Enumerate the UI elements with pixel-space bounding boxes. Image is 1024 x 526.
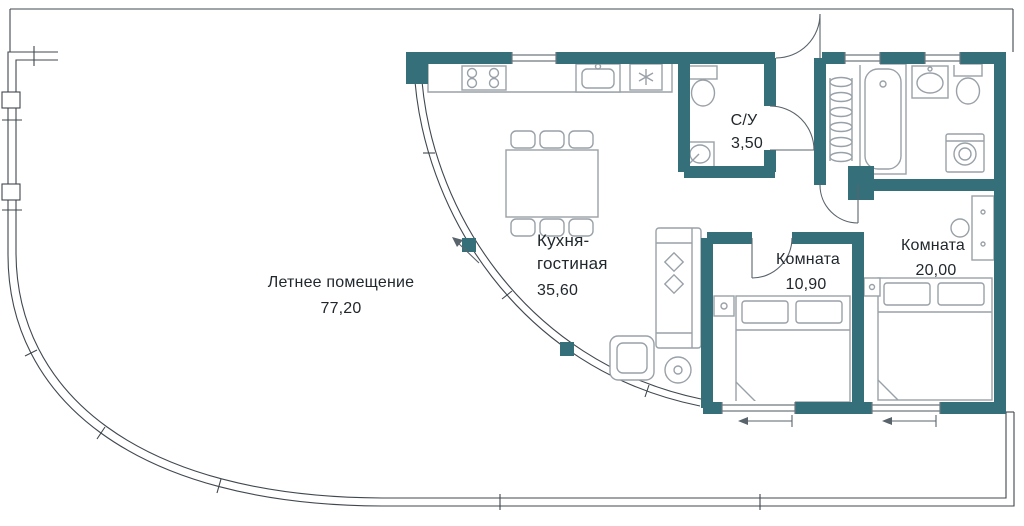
nightstand2-icon <box>863 277 881 297</box>
armchair-icon <box>609 335 655 381</box>
bathroom-area: 3,50 <box>731 135 763 152</box>
bed-large-icon <box>877 277 993 401</box>
bedroom-small-label: Комната <box>776 251 840 268</box>
corner-pier <box>406 52 428 84</box>
towel-radiator-icon <box>829 76 853 163</box>
window-top-kitchen <box>511 51 557 65</box>
glazing-outer-curve <box>413 65 701 407</box>
facade-mullion <box>462 238 476 252</box>
wall-segments <box>408 52 1006 414</box>
terrace-railing <box>1 46 1015 510</box>
bedroom-small-area: 10,90 <box>785 276 826 293</box>
bathroom2-door <box>819 184 859 224</box>
window-top-bath-1 <box>844 51 881 65</box>
walls <box>408 52 1006 414</box>
wall-piers <box>406 52 874 356</box>
window-arrow-small <box>738 415 793 427</box>
bathtub-icon <box>859 63 907 175</box>
opening-arrows <box>452 237 937 427</box>
toilet-icon <box>688 65 718 107</box>
bed-small-icon <box>735 295 851 403</box>
railing-post <box>1 183 21 201</box>
terrace-label: Летнее помещение <box>268 274 415 291</box>
railing-tick <box>96 426 106 440</box>
terrace-area: 77,20 <box>320 300 361 317</box>
dining-table-icon <box>505 130 599 237</box>
bathroom-door-pier <box>848 166 874 200</box>
window-arrow-large <box>882 415 937 427</box>
windows <box>511 51 961 415</box>
sofa-icon <box>655 227 702 349</box>
facade-mullion <box>560 342 574 356</box>
nightstand-icon <box>713 295 735 317</box>
furniture-layer <box>427 63 995 403</box>
bathroom-label: С/У <box>731 112 758 129</box>
window-bedroom-small <box>721 401 796 415</box>
window-bedroom-large <box>871 401 941 415</box>
bathroom-door <box>769 105 815 151</box>
kitchen-area: 35,60 <box>537 282 578 299</box>
railing-tick <box>24 349 38 357</box>
toilet2-icon <box>953 63 983 105</box>
terrace-door-arrow <box>452 237 480 264</box>
room-labels: Летнее помещение 77,20 Кухня- гостиная 3… <box>268 112 965 317</box>
window-top-bath-2 <box>924 51 961 65</box>
terrace-inner-line <box>15 59 1007 499</box>
kitchen-sink-icon <box>575 63 621 93</box>
glazing-tick <box>501 290 513 300</box>
railing-post <box>1 91 21 109</box>
bathroom-sink-icon <box>911 65 949 99</box>
bedroom-large-label: Комната <box>901 237 965 254</box>
bedroom-large-area: 20,00 <box>915 262 956 279</box>
doors <box>751 13 859 279</box>
stove-icon <box>461 65 507 91</box>
railing-tick <box>216 478 222 494</box>
site-outline <box>9 8 1014 52</box>
kitchen-label-line2: гостиная <box>537 254 608 273</box>
hob-vent-icon <box>629 63 663 91</box>
coffee-table-icon <box>664 356 692 384</box>
entrance-door <box>775 13 821 59</box>
glazing-tick <box>644 384 650 398</box>
bedroom-small-door <box>751 237 793 279</box>
washbasin-icon <box>685 141 715 168</box>
washing-machine-icon <box>945 133 985 173</box>
kitchen-label-line1: Кухня- <box>537 231 589 250</box>
